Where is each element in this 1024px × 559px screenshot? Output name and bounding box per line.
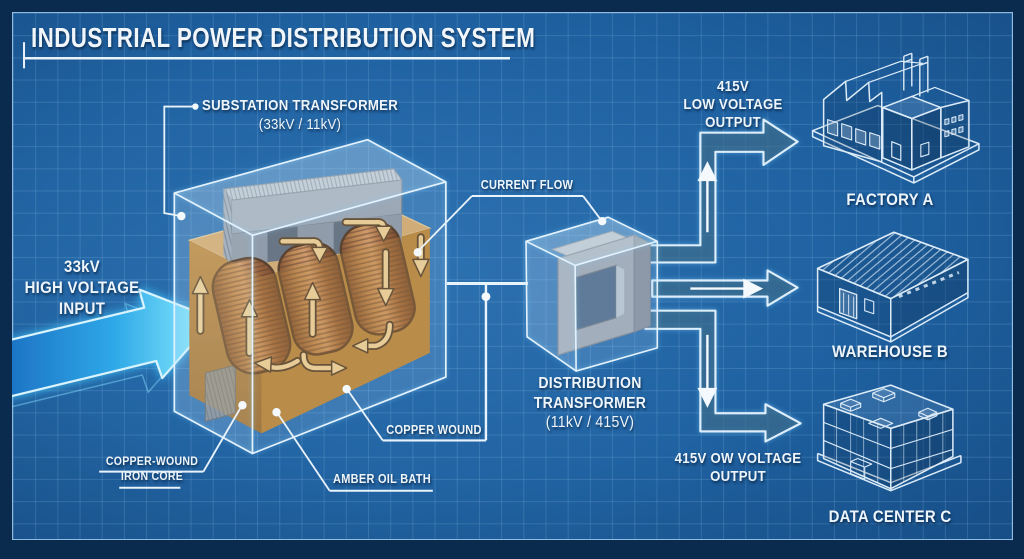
factory-a-label: FACTORY A [846,190,934,209]
iron-core-callout: COPPER-WOUND IRON CORE [106,454,198,484]
input-voltage: 33kV [63,257,100,276]
high-voltage-input-label: 33kV HIGH VOLTAGE INPUT [25,256,140,319]
output-flow-direction-arrows-icon [690,161,764,408]
data-center-c-label: DATA CENTER C [828,507,952,526]
callout-dots [177,103,607,417]
iron-core-line1: COPPER-WOUND [105,454,199,468]
distribution-transformer-icon [525,216,659,372]
current-flow-callout: CURRENT FLOW [480,178,574,192]
substation-transformer-label: SUBSTATION TRANSFORMER (33kV / 11kV) [202,96,398,134]
warehouse-b-label: WAREHOUSE B [832,342,948,361]
substation-rating: (33kV / 11kV) [258,116,342,133]
oil-current-flow-arrows-icon [191,218,430,376]
distribution-transformer-label: DISTRIBUTION TRANSFORMER (11kV / 415V) [534,374,646,433]
low-voltage-output-bottom-label: 415V OW VOLTAGE OUTPUT [675,450,802,486]
output-top-line2: LOW VOLTAGE [683,96,783,113]
output-bottom-line2: OUTPUT [710,468,766,485]
data-center-building-icon [816,384,962,492]
output-top-line3: OUTPUT [705,114,761,131]
substation-transformer-icon [173,138,447,455]
callout-leader-lines [23,42,602,492]
input-line2: HIGH VOLTAGE [24,278,140,297]
diagram-artwork [12,42,980,492]
distribution-line1: DISTRIBUTION [538,375,642,392]
distribution-line2: TRANSFORMER [533,394,647,412]
page-title: INDUSTRIAL POWER DISTRIBUTION SYSTEM [31,22,536,53]
transmission-line [382,282,529,442]
warehouse-building-icon [816,231,969,343]
distribution-rating: (11kV / 415V) [545,414,635,431]
substation-name: SUBSTATION TRANSFORMER [202,97,398,114]
amber-oil-bath-callout: AMBER OIL BATH [332,472,432,486]
output-top-line1: 415V [717,78,749,95]
input-line3: INPUT [58,299,106,318]
output-arrows-icon [644,118,802,443]
transformer-glass-enclosure-icon [173,138,447,455]
copper-wound-callout: COPPER WOUND [386,423,482,437]
factory-building-icon [811,52,980,184]
iron-core-line2: IRON CORE [120,469,184,483]
output-bottom-line1: 415V OW VOLTAGE [674,450,802,467]
low-voltage-output-top-label: 415V LOW VOLTAGE OUTPUT [683,78,782,132]
